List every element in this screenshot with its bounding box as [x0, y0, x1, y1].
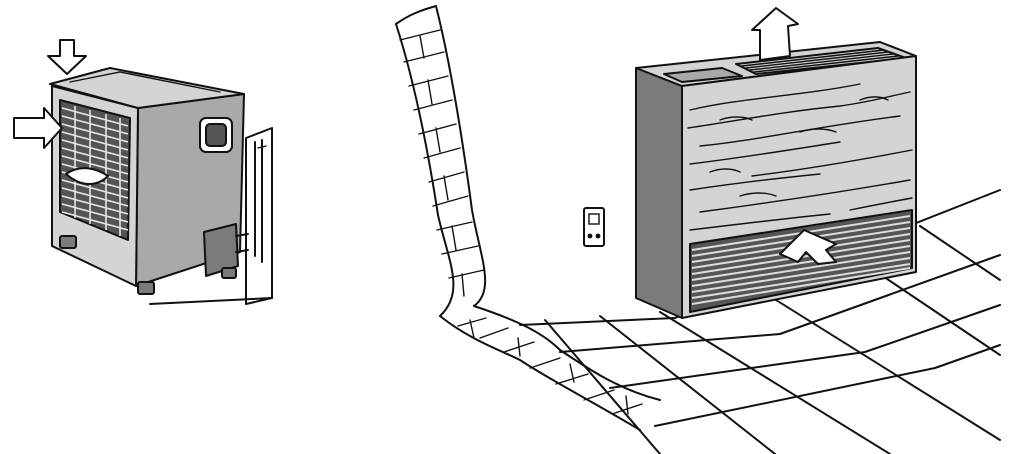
brick-wall-edge	[396, 6, 660, 430]
arrow-down-icon	[48, 40, 86, 74]
outdoor-unit	[14, 40, 272, 304]
indoor-unit	[636, 8, 916, 318]
indoor-unit-side-panel	[636, 68, 682, 318]
wall-socket	[584, 208, 604, 246]
